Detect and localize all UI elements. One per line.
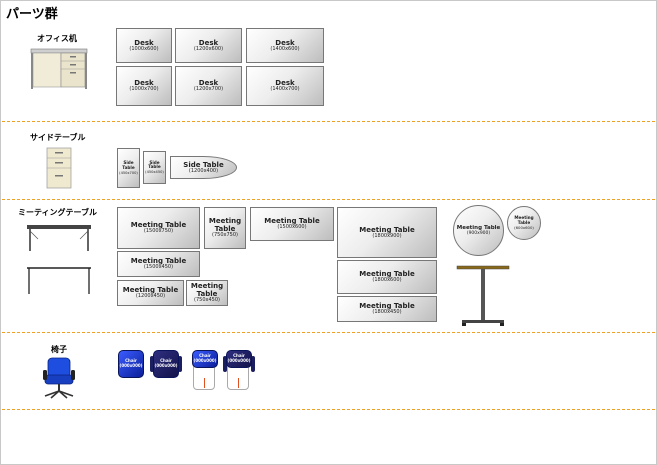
desk-1400x700[interactable]: Desk(1400x700) [246, 66, 324, 106]
part-name: Chair [233, 353, 245, 359]
category-label-office-desk: オフィス机 [37, 34, 77, 43]
meeting-table-1500x450[interactable]: Meeting Table(1500x450) [117, 251, 200, 277]
part-size: (000x000) [227, 358, 251, 363]
part-name: Meeting Table [264, 217, 320, 226]
part-name: Desk [134, 79, 154, 88]
part-name: Meeting Table [359, 302, 415, 311]
part-size: (1200x600) [193, 45, 224, 52]
round-table-pedestal-illustration [456, 265, 510, 326]
part-name: Meeting Table [456, 224, 501, 231]
part-name: Side Table [122, 160, 135, 170]
part-size: (1200x400) [188, 167, 219, 174]
chair-part-4[interactable]: Chair(000x000) [223, 350, 255, 394]
meeting-table-1200x450[interactable]: Meeting Table(1200x450) [117, 280, 184, 306]
part-size: (1800x600) [372, 277, 402, 284]
part-name: Side Table [148, 159, 161, 170]
part-name: Chair [199, 353, 211, 359]
category-label-meeting-table: ミーティングテーブル [18, 208, 98, 217]
chair-part-3[interactable]: Chair(000x000) [191, 350, 219, 394]
part-size: (900x900) [466, 231, 491, 237]
desk-1000x700[interactable]: Desk(1000x700) [116, 66, 172, 106]
section-separator [2, 409, 655, 410]
desk-1000x600[interactable]: Desk(1000x600) [116, 28, 172, 63]
section-separator [2, 121, 655, 122]
page-title: パーツ群 [6, 7, 58, 22]
part-size: (450x700) [119, 170, 138, 175]
part-name: Meeting Table [190, 282, 224, 299]
part-name: Meeting Table [208, 217, 242, 234]
part-size: (000x000) [119, 363, 143, 368]
part-name: Meeting Table [122, 286, 179, 295]
part-size: (1000x600) [129, 45, 159, 52]
meeting-table-750x450[interactable]: Meeting Table(750x450) [186, 280, 228, 306]
meeting-table-1800x900[interactable]: Meeting Table(1800x900) [337, 207, 437, 258]
part-size: (1200x700) [193, 86, 224, 93]
desk-1200x700[interactable]: Desk(1200x700) [175, 66, 242, 106]
part-size: (1500x450) [143, 264, 174, 271]
part-size: (750x750) [212, 232, 238, 239]
meeting-table-900x900[interactable]: Meeting Table(900x900) [453, 205, 504, 256]
chair-part-2[interactable]: Chair(000x000) [150, 350, 182, 380]
part-size: (1400x600) [270, 45, 300, 52]
part-size: (1500x600) [277, 224, 307, 231]
part-name: Meeting Table [359, 270, 415, 279]
part-name: Meeting Table [359, 225, 415, 234]
part-name: Meeting Table [130, 221, 187, 230]
side-table-illustration [46, 147, 72, 189]
desk-1200x600[interactable]: Desk(1200x600) [175, 28, 242, 63]
part-name: Meeting Table [130, 257, 187, 266]
part-name: Desk [275, 79, 295, 88]
part-size: (1800x450) [372, 309, 402, 316]
part-size: (1400x700) [270, 86, 300, 93]
part-size: (000x000) [154, 363, 178, 368]
meeting-table-750x750[interactable]: Meeting Table(750x750) [204, 207, 246, 249]
category-label-chair: 椅子 [51, 345, 67, 354]
meeting-table-1500x750[interactable]: Meeting Table(1500x750) [117, 207, 200, 249]
part-name: Desk [198, 38, 219, 47]
part-size: (1000x700) [129, 86, 159, 93]
meeting-table-1800x600[interactable]: Meeting Table(1800x600) [337, 260, 437, 294]
part-size: (1200x450) [135, 293, 166, 300]
desk-1400x600[interactable]: Desk(1400x600) [246, 28, 324, 63]
part-name: Desk [198, 79, 219, 88]
part-name: Chair [125, 358, 137, 364]
part-name: Desk [275, 38, 295, 47]
meeting-table-illustration-folding [27, 225, 91, 251]
meeting-table-1800x450[interactable]: Meeting Table(1800x450) [337, 296, 437, 322]
part-name: Side Table [183, 160, 224, 169]
part-name: Chair [160, 358, 172, 364]
category-label-side-table: サイドテーブル [30, 133, 86, 142]
part-size: (600x600) [514, 224, 534, 230]
section-separator [2, 332, 655, 333]
part-size: (000x000) [193, 358, 217, 363]
part-name: Desk [134, 38, 154, 47]
meeting-table-illustration-standard [27, 267, 91, 294]
office-desk-illustration [30, 48, 88, 89]
part-size: (750x450) [194, 297, 220, 304]
side-table-1200x400[interactable]: Side Table(1200x400) [170, 156, 237, 179]
section-separator [2, 199, 655, 200]
side-table-450x450[interactable]: Side Table(450x450) [143, 151, 166, 184]
part-size: (450x450) [145, 170, 164, 175]
office-chair-illustration [43, 357, 75, 399]
side-table-450x700[interactable]: Side Table(450x700) [117, 148, 140, 188]
part-size: (1800x900) [372, 232, 402, 239]
chair-part-1[interactable]: Chair(000x000) [117, 350, 145, 380]
meeting-table-600x600[interactable]: Meeting Table(600x600) [507, 206, 541, 240]
part-name: Meeting Table [514, 214, 534, 225]
part-size: (1500x750) [143, 228, 174, 235]
meeting-table-1500x600[interactable]: Meeting Table(1500x600) [250, 207, 334, 241]
